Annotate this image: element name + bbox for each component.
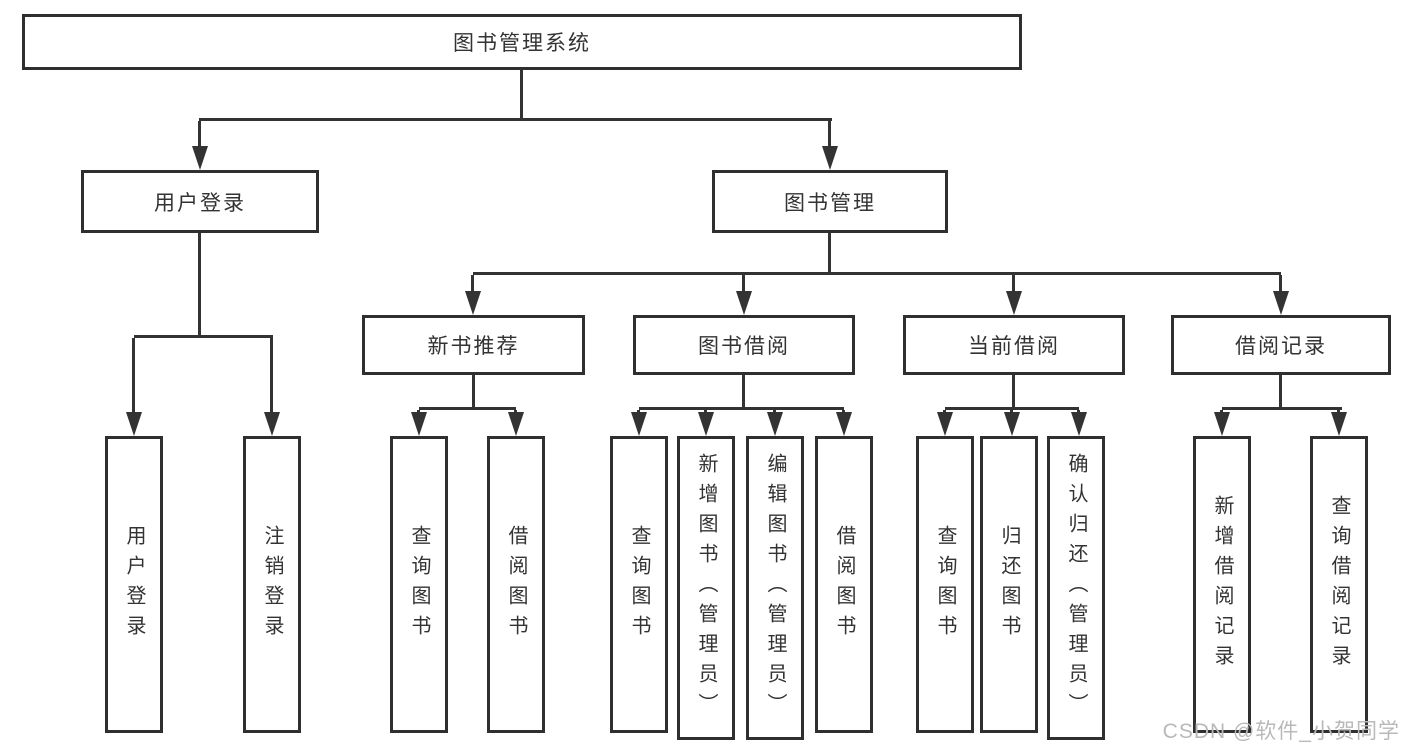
node-book-management: 图书管理: [712, 170, 948, 233]
node-book-borrow: 图书借阅: [633, 315, 855, 375]
leaf-query-books-2: 查询图书: [610, 436, 668, 733]
leaf-add-borrow-record: 新增借阅记录: [1193, 436, 1251, 733]
connector-line: [520, 69, 523, 118]
arrow-down-icon: [767, 410, 783, 436]
leaf-edit-books-admin: 编辑图书（管理员）: [746, 436, 804, 740]
connector-line: [945, 407, 1079, 410]
arrow-down-icon: [1004, 410, 1020, 436]
connector-line: [1222, 407, 1342, 410]
connector-line: [828, 233, 831, 272]
node-new-book-recommend: 新书推荐: [362, 315, 585, 375]
arrow-down-icon: [264, 338, 280, 436]
arrow-down-icon: [937, 410, 953, 436]
connector-line: [639, 407, 844, 410]
node-borrow-records: 借阅记录: [1171, 315, 1391, 375]
node-user-login: 用户登录: [81, 170, 319, 233]
leaf-query-books-3: 查询图书: [916, 436, 974, 733]
arrow-down-icon: [1331, 410, 1347, 436]
arrow-down-icon: [1006, 275, 1022, 315]
connector-line: [473, 272, 1281, 275]
leaf-query-borrow-record: 查询借阅记录: [1310, 436, 1368, 733]
arrow-down-icon: [822, 121, 838, 170]
arrow-down-icon: [698, 410, 714, 436]
leaf-add-books-admin: 新增图书（管理员）: [677, 436, 735, 740]
leaf-logout: 注销登录: [243, 436, 301, 733]
arrow-down-icon: [411, 410, 427, 436]
leaf-user-login: 用户登录: [105, 436, 163, 733]
arrow-down-icon: [736, 275, 752, 315]
arrow-down-icon: [465, 275, 481, 315]
arrow-down-icon: [1273, 275, 1289, 315]
leaf-return-books: 归还图书: [980, 436, 1038, 733]
arrow-down-icon: [126, 338, 142, 436]
node-current-borrow: 当前借阅: [903, 315, 1125, 375]
leaf-confirm-return-admin: 确认归还（管理员）: [1047, 436, 1105, 740]
node-library-system: 图书管理系统: [22, 14, 1022, 70]
connector-line: [419, 407, 516, 410]
leaf-query-books-1: 查询图书: [390, 436, 448, 733]
arrow-down-icon: [1071, 410, 1087, 436]
csdn-watermark: CSDN @软件_小贺同学: [1162, 720, 1400, 743]
arrow-down-icon: [836, 410, 852, 436]
connector-line: [199, 118, 832, 121]
connector-line: [1279, 375, 1282, 409]
connector-line: [1012, 375, 1015, 407]
connector-line: [472, 375, 475, 407]
arrow-down-icon: [192, 121, 208, 170]
leaf-borrow-books-1: 借阅图书: [487, 436, 545, 733]
arrow-down-icon: [508, 410, 524, 436]
connector-line: [134, 335, 273, 338]
connector-line: [742, 375, 745, 407]
leaf-borrow-books-2: 借阅图书: [815, 436, 873, 733]
connector-line: [198, 233, 201, 335]
arrow-down-icon: [1214, 410, 1230, 436]
arrow-down-icon: [631, 410, 647, 436]
